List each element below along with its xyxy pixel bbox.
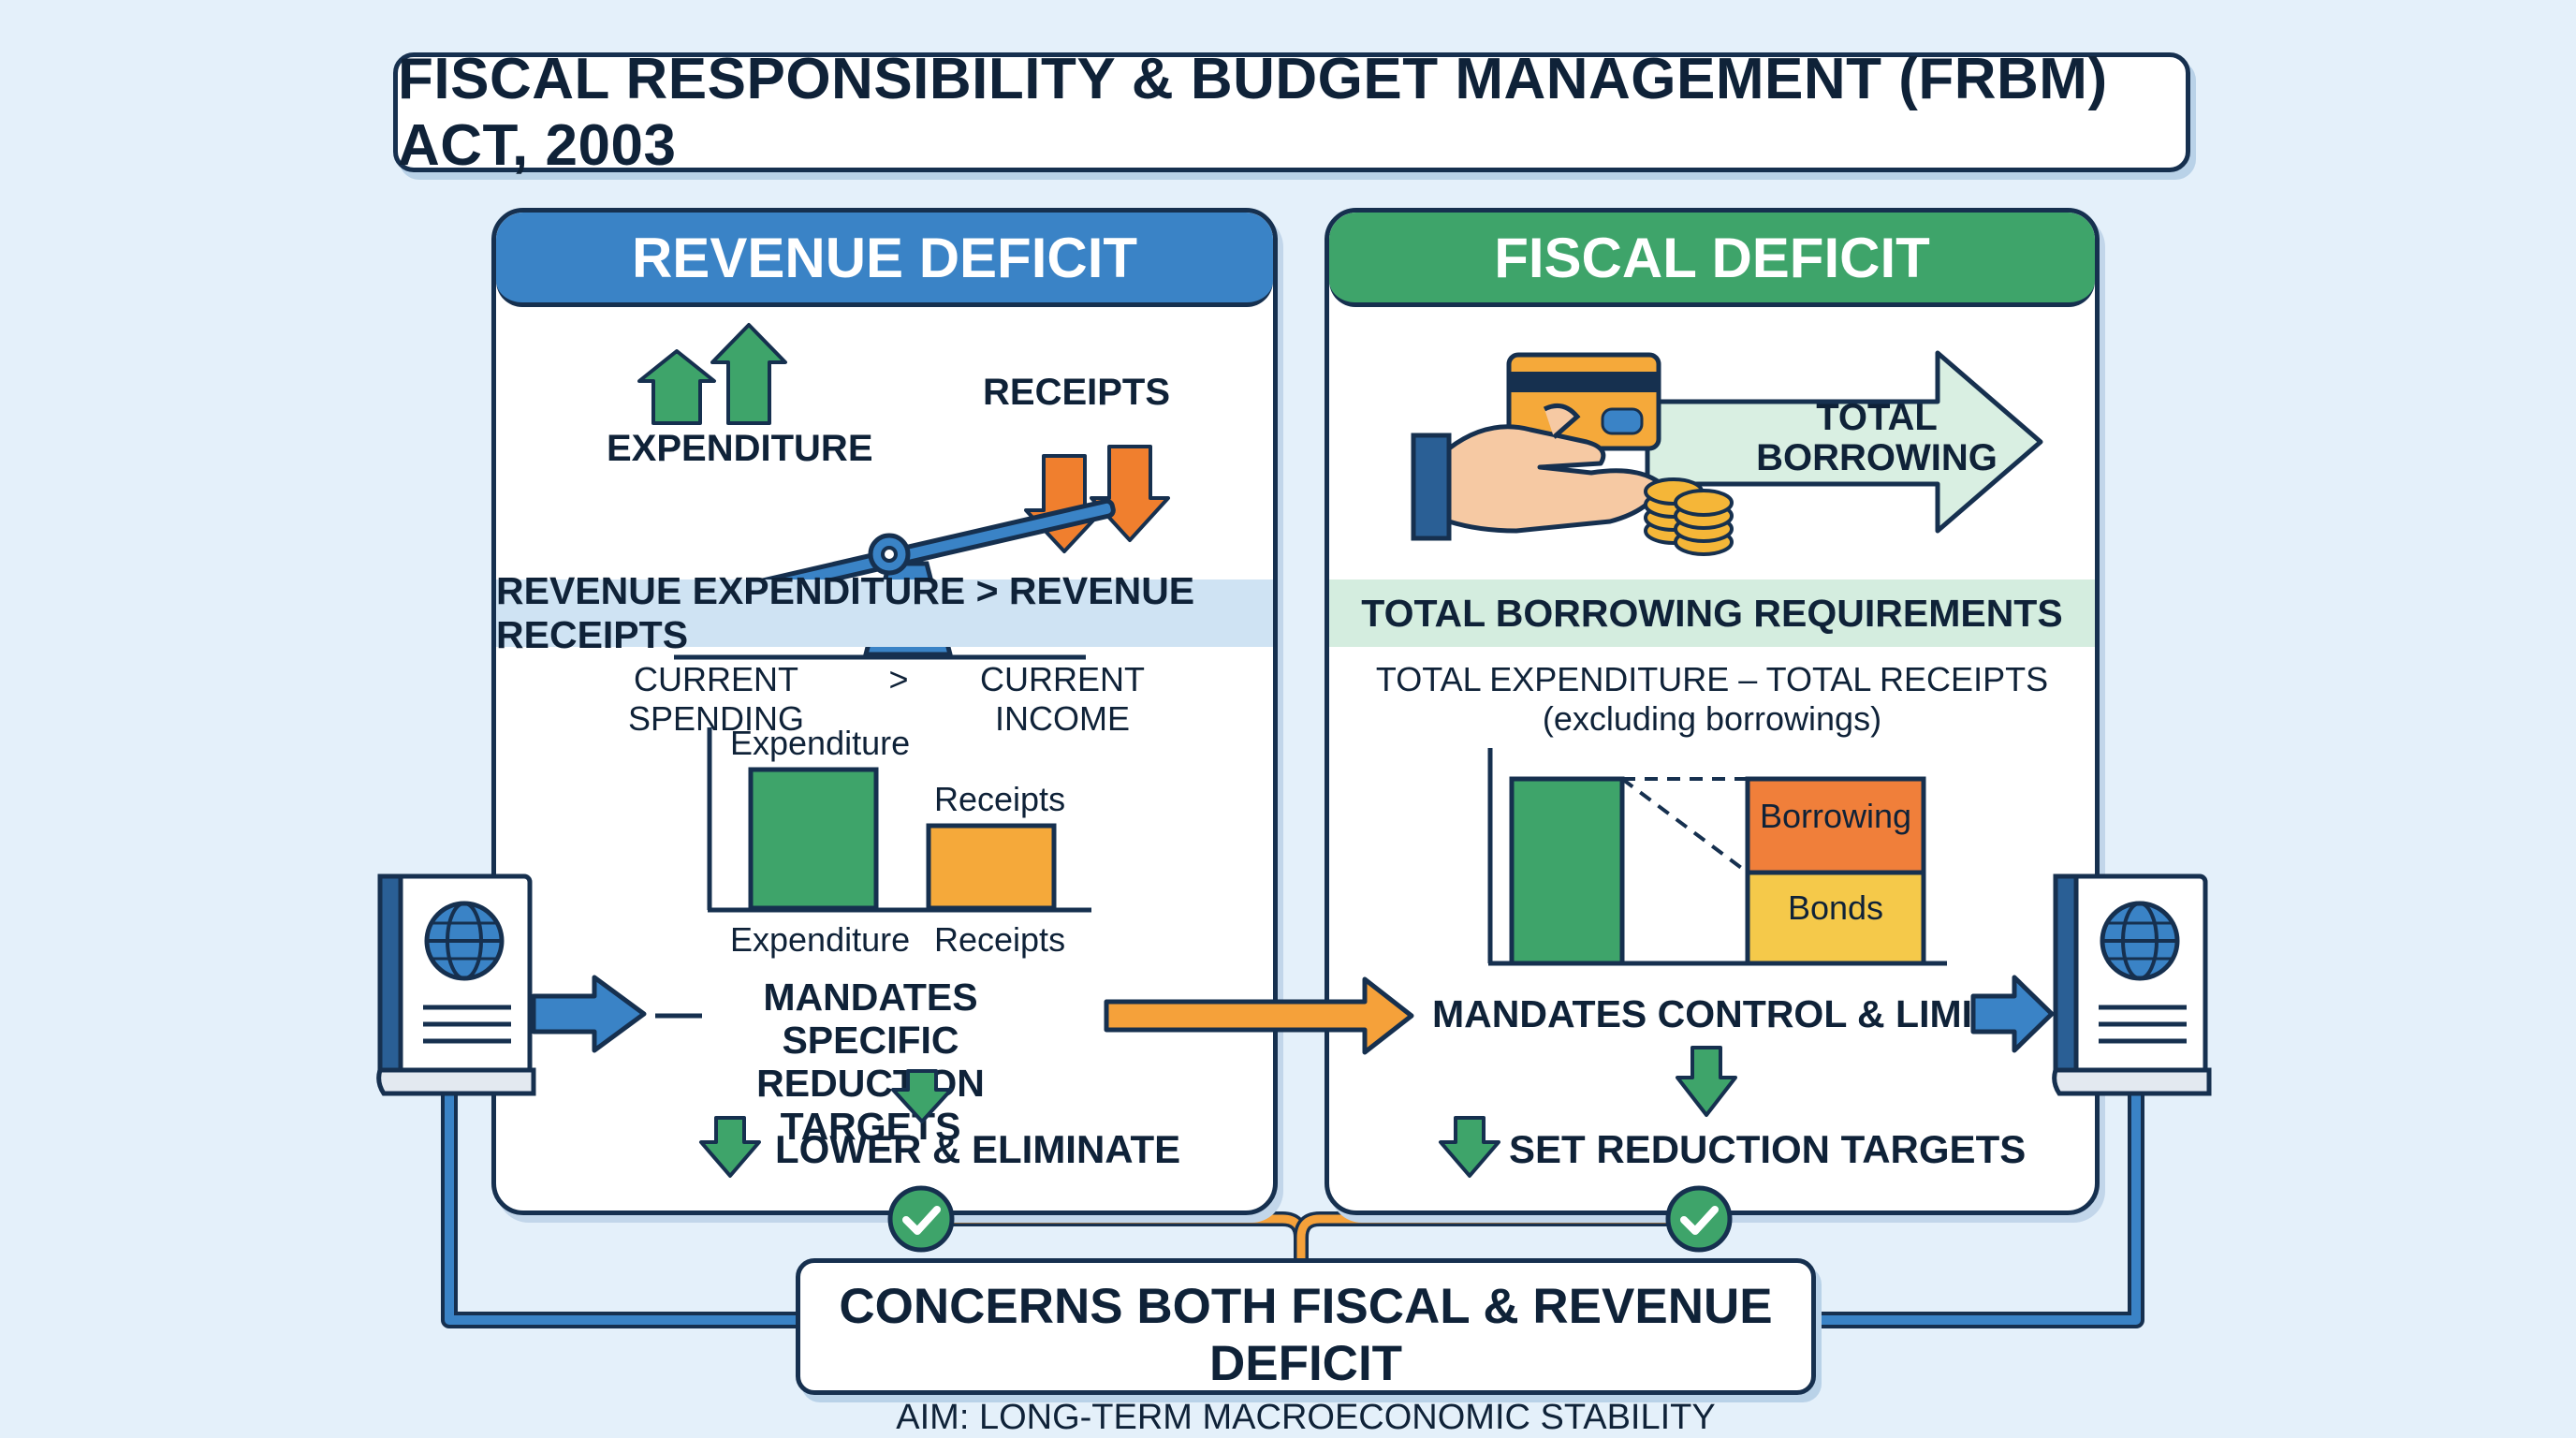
- revenue-deficit-header: REVENUE DEFICIT: [496, 213, 1273, 307]
- greater-than-sign: >: [888, 660, 909, 698]
- check-circle-icon: [1665, 1185, 1733, 1253]
- fiscal-formula-note: (excluding borrowings): [1542, 699, 1882, 738]
- fiscal-deficit-panel: FISCAL DEFICIT TOTAL BORRO: [1325, 208, 2100, 1215]
- expenditure-bar: [748, 767, 879, 911]
- check-circle-icon: [887, 1185, 955, 1253]
- bar-axis-label-receipts: Receipts: [934, 920, 1066, 959]
- bar-axis-label-expenditure: Expenditure: [730, 920, 911, 959]
- fiscal-deficit-chart: [1487, 748, 1947, 966]
- bonds-bar: [1745, 870, 1926, 966]
- expenditure-bar: [1509, 776, 1625, 966]
- hand-icon: [1411, 403, 1664, 541]
- globe-icon: [2100, 901, 2180, 981]
- arrow-down-icon: [1676, 1046, 1737, 1117]
- receipts-bar: [926, 823, 1057, 911]
- fiscal-outcome: SET REDUCTION TARGETS: [1509, 1127, 2027, 1171]
- revenue-mandate: MANDATES SPECIFIC REDUCTION TARGETS: [756, 976, 985, 1148]
- arrow-down-icon: [891, 1069, 953, 1123]
- revenue-outcome: LOWER & ELIMINATE: [775, 1127, 1181, 1171]
- fiscal-band: TOTAL BORROWING REQUIREMENTS: [1329, 580, 2095, 647]
- bar-label-expenditure-top: Expenditure: [730, 724, 911, 762]
- page-title: FISCAL RESPONSIBILITY & BUDGET MANAGEMEN…: [393, 47, 2190, 178]
- stack-label-bonds: Bonds: [1787, 888, 1884, 927]
- receipts-label: RECEIPTS: [983, 372, 1171, 413]
- summary-box: CONCERNS BOTH FISCAL & REVENUE DEFICIT A…: [796, 1258, 1816, 1437]
- coin-stack-icon: [1644, 477, 1734, 556]
- fiscal-deficit-header: FISCAL DEFICIT: [1329, 213, 2095, 307]
- law-book-icon: [2052, 873, 2212, 1096]
- total-borrowing-label: TOTAL BORROWING: [1756, 397, 1998, 478]
- revenue-band: REVENUE EXPENDITURE > REVENUE RECEIPTS: [496, 569, 1273, 656]
- stack-label-borrowing: Borrowing: [1759, 797, 1912, 835]
- fiscal-formula: TOTAL EXPENDITURE – TOTAL RECEIPTS: [1375, 660, 2049, 698]
- summary-aim: AIM: LONG-TERM MACROECONOMIC STABILITY: [896, 1398, 1716, 1437]
- current-spending: CURRENT SPENDING: [627, 660, 805, 738]
- summary-headline: CONCERNS BOTH FISCAL & REVENUE DEFICIT: [839, 1279, 1773, 1391]
- expenditure-label: EXPENDITURE: [607, 428, 873, 469]
- arrow-down-icon: [1439, 1116, 1500, 1178]
- revenue-deficit-panel: REVENUE DEFICIT EXPENDITURE RECEIPTS REV…: [491, 208, 1278, 1215]
- globe-icon: [424, 901, 505, 981]
- current-income: CURRENT INCOME: [980, 660, 1145, 738]
- bar-label-receipts-top: Receipts: [934, 780, 1066, 818]
- law-book-icon: [376, 873, 536, 1096]
- revenue-bar-chart: [707, 727, 1091, 913]
- borrowing-illustration: [1411, 350, 2043, 556]
- arrow-down-icon: [699, 1116, 761, 1178]
- fiscal-mandate: MANDATES CONTROL & LIMITS: [1432, 992, 2022, 1035]
